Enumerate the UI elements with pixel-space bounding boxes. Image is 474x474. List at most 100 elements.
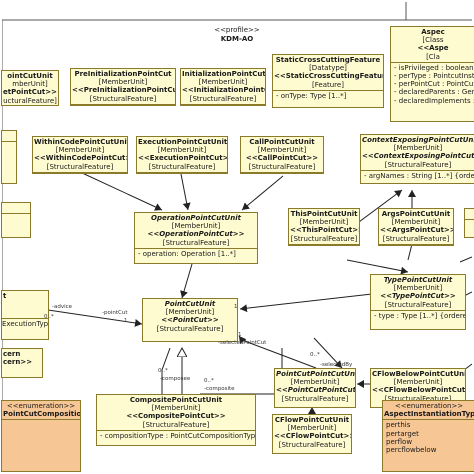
execution-pointcut-unit[interactable]: ExecutionPointCutUnit [MemberUnit] <<Exe… bbox=[136, 136, 228, 174]
box-meta: [MemberUnit] bbox=[393, 378, 443, 387]
box-meta: [MemberUnit] bbox=[393, 284, 443, 293]
box-meta: [MemberUnit] bbox=[165, 308, 215, 317]
partial-right-box-1[interactable] bbox=[464, 208, 474, 238]
edge-selectedby bbox=[313, 337, 343, 369]
box-feature: [Cla bbox=[426, 52, 440, 61]
box-name: t bbox=[3, 292, 7, 300]
box-stereo: <<CompositePointCut>> bbox=[126, 412, 226, 421]
box-name: ArgsPointCutUnit bbox=[381, 210, 451, 218]
init-pointcut-unit[interactable]: InitializationPointCut [MemberUnit] <<In… bbox=[180, 68, 266, 106]
box-attribute: - declaredImplements : In bbox=[394, 96, 474, 105]
pointcut-pointcut-unit[interactable]: PointCutPointCutUnit [MemberUnit] <<Poin… bbox=[274, 368, 356, 408]
box-feature: [StructuralFeature] bbox=[384, 300, 452, 309]
box-attribute: - declaredParents : Gene bbox=[394, 88, 474, 97]
box-name: StaticCrossCuttingFeature bbox=[275, 56, 381, 64]
call-pointcut-unit[interactable]: CallPointCutUnit [MemberUnit] <<CallPoin… bbox=[240, 136, 324, 174]
box-name: WithinCodePointCutUnit bbox=[34, 138, 128, 146]
label-selected-by: -selectedBy bbox=[320, 362, 353, 368]
box-meta: [Datatype] bbox=[309, 64, 347, 73]
preinit-pointcut-unit[interactable]: PreInitializationPointCut [MemberUnit] <… bbox=[70, 68, 176, 106]
box-stereo: etPointCut>> bbox=[3, 88, 57, 97]
box-feature: [StructuralFeature] bbox=[278, 440, 346, 449]
pointcut-unit[interactable]: PointCutUnit [MemberUnit] <<PointCut>> [… bbox=[142, 298, 238, 342]
box-stereo: <<ExecutionPointCut>> bbox=[138, 154, 228, 163]
box-stereo: <<CallPointCut>> bbox=[245, 154, 319, 163]
partial-left-advice-box[interactable]: t ExecutionType bbox=[1, 290, 49, 340]
box-stereo: <<ArgsPointCut>> bbox=[380, 226, 454, 235]
label-composite-mult: 0..* bbox=[204, 378, 214, 384]
edge-withincode-operation bbox=[79, 171, 163, 211]
box-stereo: <<PreInitializationPointCut>> bbox=[72, 86, 175, 95]
static-crosscutting-feature[interactable]: StaticCrossCuttingFeature [Datatype] <<S… bbox=[272, 54, 384, 108]
aspect-unit[interactable]: Aspec [Class <<Aspe [Cla - isPrivileged … bbox=[390, 26, 474, 122]
box-name: PreInitializationPointCut bbox=[74, 70, 172, 78]
box-attribute: - type : Type [1..*] {ordered} bbox=[374, 311, 466, 320]
box-name: ContextExposingPointCutUnit bbox=[362, 136, 474, 144]
this-pointcut-unit[interactable]: ThisPointCutUnit [MemberUnit] <<ThisPoin… bbox=[288, 208, 360, 246]
box-feature: [StructuralFeature] bbox=[162, 238, 230, 247]
box-attribute: - operation: Operation [1..*] bbox=[138, 249, 236, 258]
box-stereo: <<ThisPointCut>> bbox=[290, 226, 360, 235]
composite-pointcut-unit[interactable]: CompositePointCutUnit [MemberUnit] <<Com… bbox=[96, 394, 256, 446]
box-meta: [Class bbox=[422, 36, 444, 45]
box-meta: [MemberUnit] bbox=[257, 146, 307, 155]
box-feature: [StructuralFeature] bbox=[148, 162, 216, 171]
box-feature: [StructuralFeature] bbox=[382, 234, 450, 243]
box-name: PointCutPointCutUnit bbox=[276, 370, 356, 378]
box-name: PointCutCompositionType bbox=[3, 410, 81, 419]
box-feature: [StructuralFeature] bbox=[290, 234, 358, 243]
enum-literal: percflowbelow bbox=[386, 446, 437, 455]
label-pointcut-mult: 1 bbox=[124, 318, 128, 324]
box-meta: mberUnit] bbox=[12, 80, 48, 89]
label-type-mult: 1 bbox=[234, 304, 238, 310]
edge-operation-pointcut bbox=[180, 263, 193, 299]
operation-pointcut-unit[interactable]: OperationPointCutUnit [MemberUnit] <<Ope… bbox=[134, 212, 258, 264]
box-name: TypePointCutUnit bbox=[383, 276, 453, 284]
args-pointcut-unit[interactable]: ArgsPointCutUnit [MemberUnit] <<ArgsPoin… bbox=[378, 208, 454, 246]
box-name: AspectInstantiationType bbox=[384, 410, 474, 419]
type-pointcut-unit[interactable]: TypePointCutUnit [MemberUnit] <<TypePoin… bbox=[370, 274, 466, 330]
withincode-pointcut-unit[interactable]: WithinCodePointCutUnit [MemberUnit] <<Wi… bbox=[32, 136, 128, 174]
box-meta: [MemberUnit] bbox=[157, 146, 207, 155]
box-feature: [StructuralFeature] bbox=[248, 162, 316, 171]
box-meta: [MemberUnit] bbox=[171, 222, 221, 231]
box-stereo: <<PointCutPointCut>> bbox=[276, 386, 356, 395]
edge-type-pointcut bbox=[239, 293, 373, 313]
label-composite: -composite bbox=[204, 386, 235, 392]
label-composee-mult: 0..* bbox=[158, 368, 168, 374]
box-name: CFlowBelowPointCutUnit bbox=[372, 370, 466, 378]
enum-aspect-instantiation-type[interactable]: <<enumeration>> AspectInstantiationType … bbox=[382, 400, 474, 472]
box-meta: [MemberUnit] bbox=[151, 404, 201, 413]
box-attribute: - isPrivileged : boolean [ bbox=[394, 63, 474, 72]
box-attribute: - perPointCut : PointCut [ bbox=[394, 80, 474, 89]
label-pointcut: -pointCut bbox=[102, 310, 128, 316]
box-feature: [StructuralFeature] bbox=[384, 160, 452, 169]
box-stereo: <<CFlowPointCut>> bbox=[274, 432, 352, 441]
partial-pointcut-box-top[interactable]: ointCutUnit mberUnit] etPointCut>> uctur… bbox=[1, 70, 59, 106]
partial-left-box-2[interactable] bbox=[1, 130, 17, 184]
edge-advice bbox=[47, 309, 143, 327]
box-feature: [StructuralFeature] bbox=[189, 94, 257, 103]
box-meta: [MemberUnit] bbox=[55, 146, 105, 155]
partial-left-box-3[interactable] bbox=[1, 202, 31, 238]
box-feature: [StructuralFeature] bbox=[156, 324, 224, 333]
box-feature: [StructuralFeature] bbox=[142, 420, 210, 429]
edge-pointcutpc-pointcut bbox=[241, 339, 317, 369]
enum-pointcut-composition-type[interactable]: <<enumeration>> PointCutCompositionType bbox=[1, 400, 81, 472]
edge-execution-operation bbox=[180, 173, 191, 211]
label-selected-by-mult: 0..* bbox=[310, 352, 320, 358]
box-stereo: <<WithinCodePointCut>> bbox=[34, 154, 128, 163]
box-feature: [StructuralFeature] bbox=[46, 162, 114, 171]
box-meta: [MemberUnit] bbox=[98, 78, 148, 87]
partial-pattern-box[interactable]: cern cern>> bbox=[1, 348, 43, 378]
label-selected-pointcut: -selectedPointCut bbox=[218, 340, 267, 346]
box-stereo: <<enumeration>> bbox=[394, 402, 464, 410]
label-composee: -composee bbox=[160, 376, 191, 382]
box-name: Aspec bbox=[421, 28, 445, 36]
box-stereo: cern>> bbox=[3, 358, 33, 367]
enum-literal: perthis bbox=[386, 421, 411, 430]
cflow-pointcut-unit[interactable]: CFlowPointCutUnit [MemberUnit] <<CFlowPo… bbox=[272, 414, 352, 454]
box-stereo: <<CFlowBelowPointCut>> bbox=[372, 386, 466, 395]
context-exposing-pointcut-unit[interactable]: ContextExposingPointCutUnit [MemberUnit]… bbox=[360, 134, 474, 184]
edge-call-operation bbox=[241, 175, 284, 211]
